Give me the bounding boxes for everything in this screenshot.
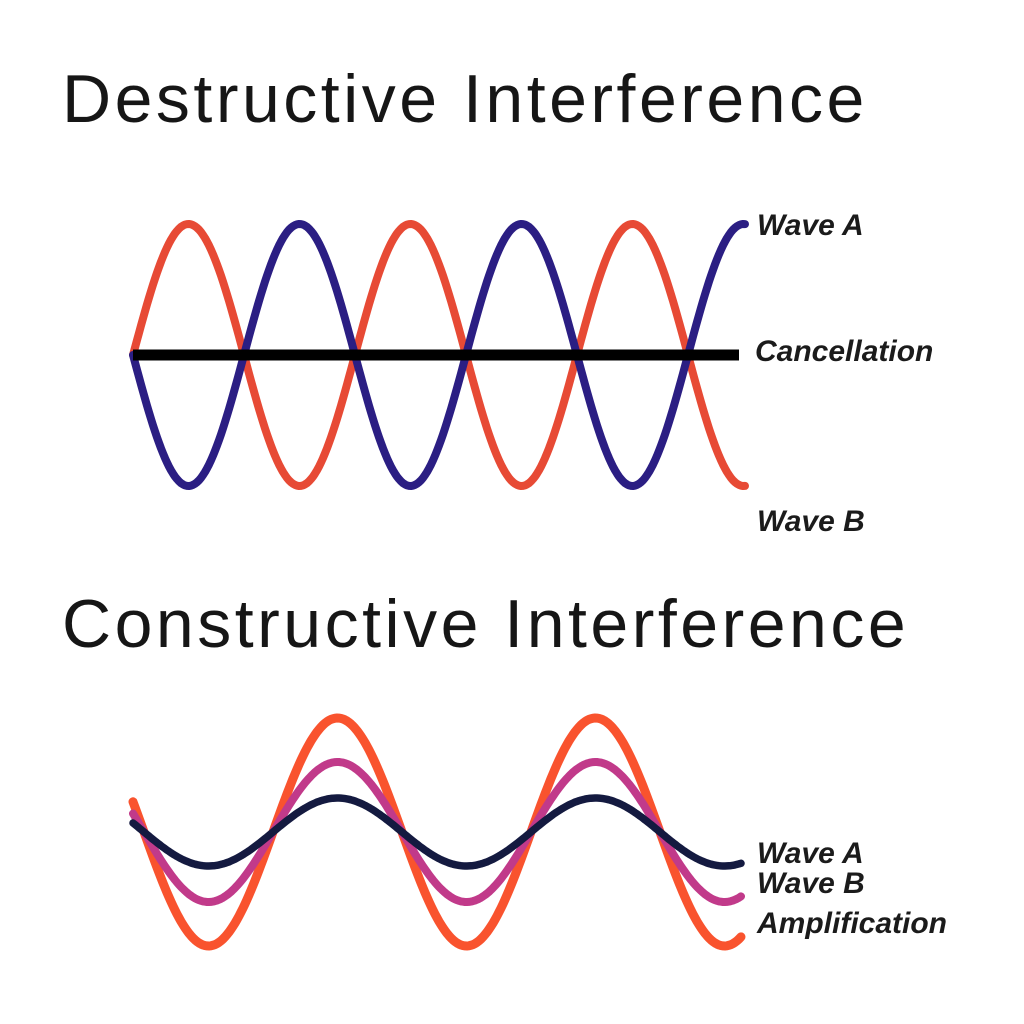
constructive-title: Constructive Interference	[62, 586, 910, 662]
destructive-title: Destructive Interference	[62, 61, 868, 137]
constructive-wave-b-label: Wave B	[757, 867, 865, 900]
constructive-wave-a-label: Wave A	[757, 837, 864, 870]
destructive-wave-a	[129, 220, 749, 490]
constructive-wave-b	[129, 758, 745, 906]
constructive-wave-a	[129, 794, 745, 870]
destructive-wave-b-label: Wave B	[757, 505, 865, 538]
cancellation-label: Cancellation	[755, 335, 934, 368]
amplification-label: Amplification	[757, 907, 948, 940]
amplification-curve	[128, 713, 746, 951]
destructive-wave-a-label: Wave A	[757, 209, 864, 242]
destructive-wave-b	[129, 220, 749, 490]
